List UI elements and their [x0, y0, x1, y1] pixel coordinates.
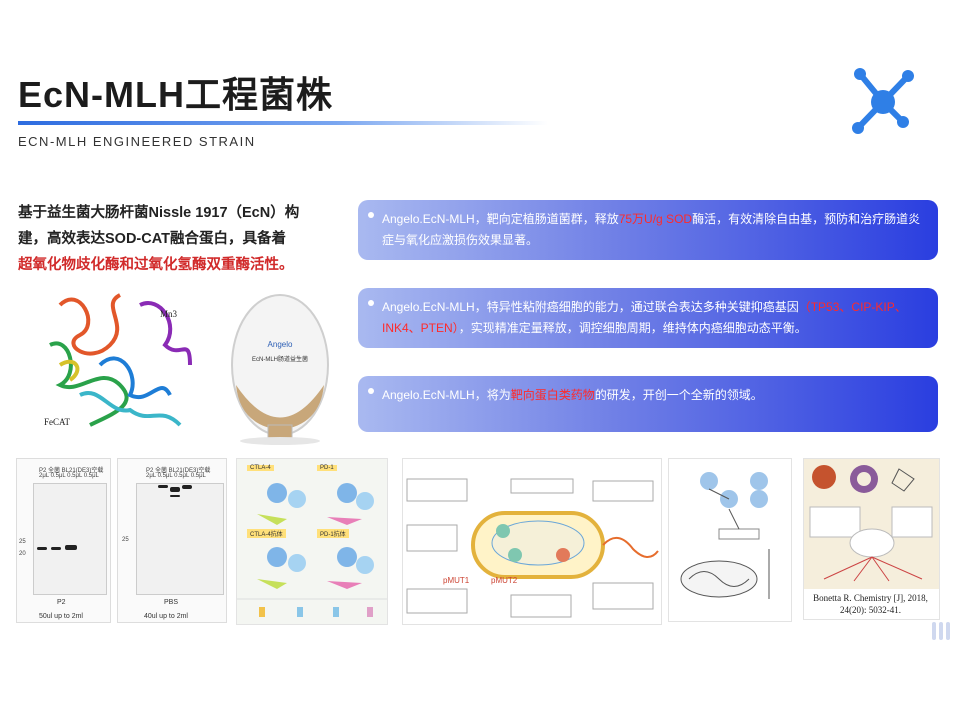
immune-checkpoint-illustration: CTLA-4 PD-1 CTLA-4抗体 PD-1抗体: [236, 458, 388, 625]
gel2-caption: PBS: [164, 599, 179, 606]
feature-card-1: Angelo.EcN-MLH，靶向定植肠道菌群，释放75万U/g SOD酶活，有…: [358, 200, 938, 260]
card-2-text: Angelo.EcN-MLH，特异性粘附癌细胞的能力，通过联合表达多种关键抑癌基…: [382, 300, 799, 314]
gel1-lane-head: P2 全菌 BL21(DE3)空载: [39, 468, 104, 474]
page-indicator: [932, 622, 956, 640]
immune-label-1: CTLA-4: [247, 465, 274, 471]
gel1-caption: P2: [57, 599, 66, 606]
page-subtitle: ECN-MLH ENGINEERED STRAIN: [18, 134, 256, 149]
card-2-highlight: （TP53、CIP-KIP、INK4、PTEN）: [382, 300, 907, 335]
bullet-icon: [368, 212, 374, 218]
feature-card-2: Angelo.EcN-MLH，特异性粘附癌细胞的能力，通过联合表达多种关键抑癌基…: [358, 288, 938, 348]
bacteria-plasmid-diagram: pMUT1 pMUT2: [402, 458, 662, 625]
sod-pathway-diagram: [668, 458, 792, 622]
gel-image-1: P2 全菌 BL21(DE3)空载 2μL 0.5μL 0.5μL 0.5μL …: [16, 458, 111, 623]
reference-line-2: 24(20): 5032-41.: [840, 605, 901, 615]
intro-paragraph: 基于益生菌大肠杆菌Nissle 1917（EcN）构 建，高效表达SOD-CAT…: [18, 200, 340, 278]
bullet-icon: [368, 388, 374, 394]
product-bottle-image: Angelo EcN-MLH肠道益生菌: [220, 275, 340, 445]
page-title: EcN-MLH工程菌株: [18, 74, 333, 115]
gel1-marker-bottom: 20: [19, 551, 26, 557]
gel2-lane-head: P2 全菌 BL21(DE3)空载: [146, 468, 211, 474]
bottle-brand: Angelo: [268, 340, 293, 349]
gel2-marker-top: 25: [122, 537, 129, 543]
intro-line-1: 基于益生菌大肠杆菌Nissle 1917（EcN）构: [18, 205, 300, 221]
protein-structure-image: Mn3 FeCAT: [40, 285, 200, 440]
protein-label-mn: Mn3: [160, 309, 178, 319]
card-1-text-end: 酶活，有效清除自由基，预防和治疗肠道炎症与氧化应激损伤效果显著。: [382, 212, 921, 247]
card-3-text: Angelo.EcN-MLH，将为: [382, 388, 511, 402]
card-1-highlight: 75万U/g SOD: [618, 212, 693, 226]
title-underline: [18, 121, 548, 125]
gel1-footer: 50ul up to 2ml: [39, 613, 83, 620]
molecule-logo-icon: [852, 68, 914, 134]
gel1-marker-top: 25: [19, 539, 26, 545]
card-3-text-end: 的研发，开创一个全新的领域。: [594, 388, 763, 402]
immune-label-3: CTLA-4抗体: [247, 529, 286, 538]
gel1-lane-sub: 2μL 0.5μL 0.5μL 0.5μL: [39, 473, 99, 479]
immune-label-4: PD-1抗体: [317, 529, 349, 538]
pmut2-label: pMUT2: [491, 576, 518, 585]
gel-image-2: P2 全菌 BL21(DE3)空载 2μL 0.5μL 0.5μL 0.5μL …: [117, 458, 227, 623]
intro-line-3: 超氧化物歧化酶和过氧化氢酶双重酶活性。: [18, 257, 294, 273]
review-figure-image: [803, 458, 940, 620]
reference-citation: Bonetta R. Chemistry [J], 2018, 24(20): …: [803, 592, 938, 616]
pmut1-label: pMUT1: [443, 576, 470, 585]
card-1-text: Angelo.EcN-MLH，靶向定植肠道菌群，释放: [382, 212, 619, 226]
card-3-highlight: 靶向蛋白类药物: [510, 388, 595, 402]
bottle-label: EcN-MLH肠道益生菌: [252, 355, 308, 363]
feature-card-3: Angelo.EcN-MLH，将为靶向蛋白类药物的研发，开创一个全新的领域。: [358, 376, 938, 432]
card-2-text-end: ，实现精准定量释放，调控细胞周期，维持体内癌细胞动态平衡。: [458, 321, 807, 335]
intro-line-2: 建，高效表达SOD-CAT融合蛋白，具备着: [18, 231, 286, 247]
bullet-icon: [368, 300, 374, 306]
reference-line-1: Bonetta R. Chemistry [J], 2018,: [813, 593, 928, 603]
gel2-footer: 40ul up to 2ml: [144, 613, 188, 620]
gel2-lane-sub: 2μL 0.5μL 0.5μL 0.5μL: [146, 473, 206, 479]
immune-label-2: PD-1: [317, 465, 337, 471]
protein-label-fe: FeCAT: [44, 417, 71, 427]
